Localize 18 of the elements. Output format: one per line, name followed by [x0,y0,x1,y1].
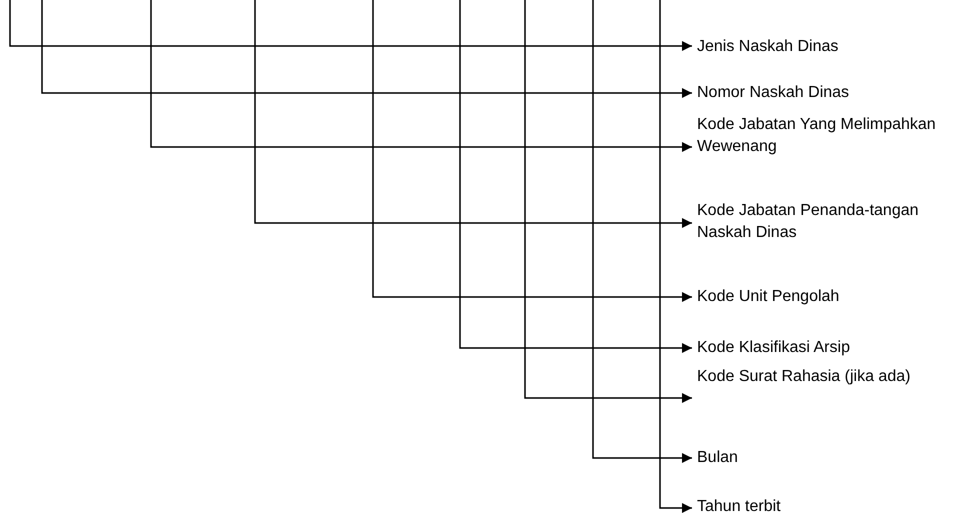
arrow [372,0,692,302]
node-label: Kode Jabatan Penanda-tangan Naskah Dinas [697,200,937,244]
arrow [524,0,692,403]
arrow [9,0,692,51]
node-label: Kode Unit Pengolah [697,286,947,308]
arrow [41,0,692,98]
node-label: Tahun terbit [697,496,947,513]
node-label: Kode Klasifikasi Arsip [697,337,947,359]
node-label: Jenis Naskah Dinas [697,36,947,58]
node-label: Kode Surat Rahasia (jika ada) [697,366,947,388]
arrow [459,0,692,353]
node-label: Kode Jabatan Yang Melimpahkan Wewenang [697,114,952,158]
node-label: Nomor Naskah Dinas [697,82,947,104]
arrow [659,0,692,513]
arrow [254,0,692,228]
node-label: Bulan [697,447,947,469]
arrow [150,0,692,152]
arrow [592,0,692,463]
